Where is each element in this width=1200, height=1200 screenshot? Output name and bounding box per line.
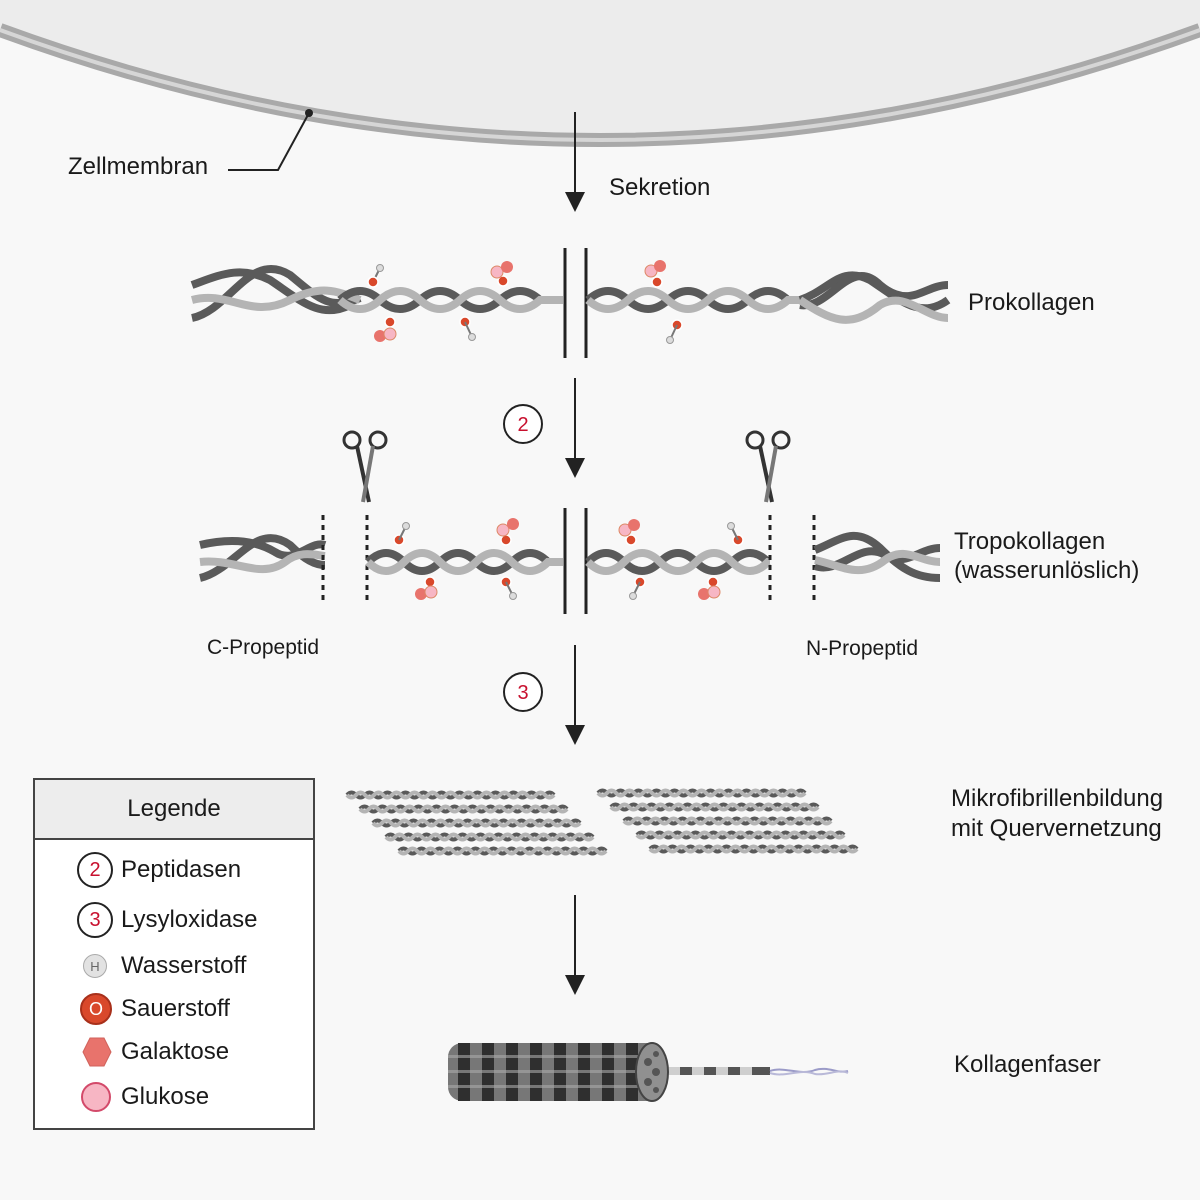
step2-icon: 2 [75,848,121,892]
oxygen-icon: O [75,987,121,1031]
microfibril-strand [345,790,556,800]
legend-item-lysyl-oxidase: 3 Lysyloxidase [75,898,258,942]
modification-sugar [490,261,513,287]
microfibril-strand [358,804,569,814]
legend-item-peptidases: 2 Peptidasen [75,848,241,892]
step3-badge: 3 [503,672,543,712]
c-propeptide-label: C-Propeptid [207,636,320,659]
legend-item-oxygen: O Sauerstoff [75,987,230,1031]
modification-hydroxyl [367,264,384,288]
modification-sugar [374,316,397,342]
scissors-icon [342,430,388,503]
tropocollagen-label: Tropokollagen [954,528,1106,555]
microfibril-label: Mikrofibrillenbildung [951,785,1164,812]
step3-symbol: 3 [77,902,113,938]
step2-badge: 2 [503,404,543,444]
n-propeptide-label: N-Propeptid [806,637,919,660]
procollagen-left-helix [337,287,563,313]
legend-item-glucose: Glukose [75,1075,209,1119]
glucose-icon [75,1075,121,1119]
microfibril-strand [635,830,846,840]
modification-hydroxyl [500,576,517,600]
modification-hydroxyl [629,576,646,600]
oxygen-symbol: O [80,993,112,1025]
microfibril-strand [596,788,807,798]
step2-symbol: 2 [77,852,113,888]
modification-hydroxyl [727,522,744,546]
legend-label: Peptidasen [121,856,242,883]
hydrogen-icon: H [75,944,121,988]
step3-number: 3 [517,682,528,704]
tropocollagen-sublabel: (wasserunlöslich) [954,557,1140,584]
legend-label: Glukose [121,1083,210,1110]
cell-membrane-label: Zellmembran [68,153,209,180]
legend-label: Lysyloxidase [121,906,258,933]
secretion-label: Sekretion [609,174,711,201]
microfibril-strand [384,832,595,842]
n-propeptide-fragment [813,531,941,582]
legend-title: Legende [35,780,313,840]
tropocollagen-left-helix [365,549,563,575]
modification-hydroxyl [459,316,476,341]
microfibril-sublabel: mit Quervernetzung [951,815,1162,842]
legend-item-hydrogen: H Wasserstoff [75,944,246,988]
galactose-icon [75,1030,121,1074]
modification-sugar [698,576,721,600]
step2-number: 2 [517,414,528,436]
microfibril-stack [345,788,859,856]
scissors-icon [745,430,791,503]
modification-sugar [415,576,438,600]
procollagen-right [797,271,951,324]
hydrogen-symbol: H [83,954,107,978]
modification-hydroxyl [393,522,410,546]
microfibril-strand [397,846,608,856]
modification-sugar [644,260,666,288]
c-propeptide-fragment [198,534,327,582]
modification-sugar [618,519,640,546]
microfibril-strand [371,818,582,828]
legend-label: Wasserstoff [121,952,247,979]
cell-membrane [0,0,1200,147]
collagen-fiber [448,1042,849,1102]
step3-icon: 3 [75,898,121,942]
microfibril-strand [622,816,833,826]
membrane-pointer [228,109,313,171]
modification-sugar [496,518,519,546]
microfibril-strand [648,844,859,854]
legend-label: Sauerstoff [121,995,230,1022]
legend: Legende 2 Peptidasen 3 Lysyloxidase H Wa… [33,778,315,1130]
modification-hydroxyl [666,319,683,344]
procollagen-label: Prokollagen [968,289,1095,316]
procollagen-right-helix [585,287,810,313]
procollagen-left [190,265,362,322]
legend-label: Galaktose [121,1038,230,1065]
collagen-fiber-label: Kollagenfaser [954,1051,1101,1078]
legend-item-galactose: Galaktose [75,1030,229,1074]
tropocollagen-right-helix [585,549,771,575]
microfibril-strand [609,802,820,812]
